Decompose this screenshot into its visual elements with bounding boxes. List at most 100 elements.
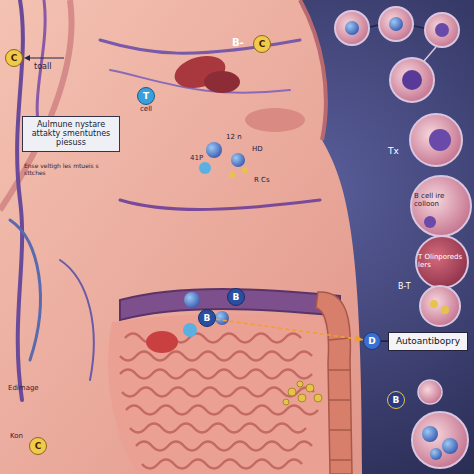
colon <box>316 292 352 474</box>
connector <box>381 340 388 342</box>
vein <box>10 220 40 360</box>
label-text: Kon <box>10 432 23 440</box>
node-text: T <box>143 91 149 101</box>
c-marker: C <box>5 49 23 67</box>
cell <box>402 70 422 90</box>
coil <box>120 352 312 361</box>
note-box: Aulmune nystare attakty smentutnes piesu… <box>22 116 120 152</box>
colon-segments <box>328 338 352 460</box>
b-cell: B <box>227 288 245 306</box>
node-text: C <box>35 441 42 451</box>
segment <box>328 369 351 371</box>
zoom-circle <box>418 380 442 404</box>
node-text: D <box>368 336 375 346</box>
b-cell: B <box>198 309 216 327</box>
d-cell: D <box>363 332 381 350</box>
body-outline <box>0 0 362 474</box>
connector <box>216 319 363 340</box>
cell <box>424 216 436 228</box>
label-box: Autoantibopry <box>388 332 468 351</box>
arrow-line <box>370 25 378 27</box>
cell <box>345 21 359 35</box>
label-text: 12 n <box>226 133 242 141</box>
node-text: Aulmune nystare attakty smentutnes piesu… <box>27 120 115 148</box>
segment <box>329 399 351 401</box>
magnified-cells-top <box>335 7 459 102</box>
cell <box>389 17 403 31</box>
intestine-coils <box>120 334 318 469</box>
label-text: toall <box>34 62 51 71</box>
coil <box>130 424 306 433</box>
coil <box>126 406 318 415</box>
magnified-cells-right <box>410 114 471 468</box>
node-text: C <box>11 53 18 63</box>
muscle <box>204 71 240 93</box>
cell <box>435 23 449 37</box>
dot <box>229 172 235 178</box>
cell <box>442 438 458 454</box>
leader-arrow <box>24 55 64 61</box>
dot <box>288 388 296 396</box>
label-text: B-T <box>398 282 411 291</box>
t-cell-cluster <box>199 142 248 178</box>
zoom-circle <box>379 7 413 41</box>
neck-contour <box>0 0 72 210</box>
cell <box>184 292 200 308</box>
label-text: Ense veltigh les mtueis s sttches <box>24 163 120 177</box>
dot <box>297 381 303 387</box>
cell <box>206 142 222 158</box>
label-text: HD <box>252 145 263 153</box>
c-marker: C <box>29 437 47 455</box>
segment <box>329 338 350 340</box>
zoom-circle <box>390 58 434 102</box>
b-cell-cluster <box>183 292 229 337</box>
cell <box>231 153 245 167</box>
dot <box>441 306 449 314</box>
arrow-line <box>424 47 436 61</box>
vessel <box>60 260 94 380</box>
zoom-circle <box>420 286 460 326</box>
arrowhead <box>24 55 30 61</box>
t-cell: Tcell <box>137 87 155 105</box>
label-text: B- <box>232 37 244 49</box>
label-text: Tx <box>388 146 399 156</box>
node-caption: cell <box>140 105 152 113</box>
coil <box>122 388 314 397</box>
organ <box>171 51 305 132</box>
node-text: B <box>393 395 400 405</box>
cell <box>430 448 442 460</box>
dot <box>306 384 314 392</box>
dot <box>283 399 289 405</box>
node-text: B <box>233 292 240 302</box>
label-text: T Olinporeds lers <box>418 253 468 269</box>
zoom-circle <box>335 11 369 45</box>
zoom-circle <box>416 236 468 288</box>
vessel <box>120 200 320 209</box>
cell <box>429 129 451 151</box>
antibody-dots <box>283 381 322 405</box>
coil <box>142 460 302 469</box>
dot <box>314 394 322 402</box>
label-text: 41P <box>190 154 203 162</box>
label-text: R Cs <box>254 176 270 184</box>
zoom-circle <box>425 13 459 47</box>
arrow-line <box>414 26 424 28</box>
leader-line <box>28 57 64 58</box>
label-text: Edimage <box>8 384 39 392</box>
segment <box>329 429 352 431</box>
segment <box>330 459 352 461</box>
c-marker: C <box>253 35 271 53</box>
zoom-circle <box>410 114 462 166</box>
zoom-circle <box>411 176 471 236</box>
cell <box>215 311 229 325</box>
cell <box>183 323 197 337</box>
intestine <box>108 314 333 474</box>
node-text: Autoantibopry <box>393 336 463 346</box>
inflamed-spot <box>146 331 178 353</box>
dot <box>430 300 438 308</box>
zoom-circle <box>412 412 468 468</box>
coil <box>120 370 312 379</box>
